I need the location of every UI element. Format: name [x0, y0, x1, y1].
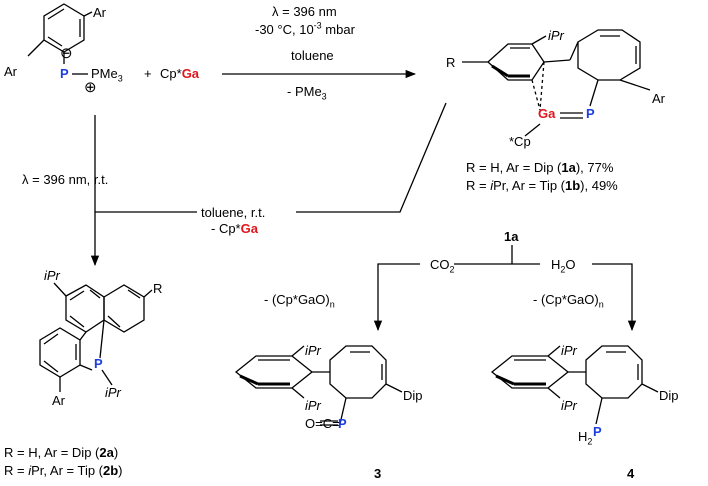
- product1-ga: Ga: [538, 106, 556, 121]
- product3-drawing: [234, 345, 403, 426]
- return-cond-solvent: toluene, r.t.: [201, 205, 266, 220]
- product4-p: P: [593, 424, 602, 439]
- product3-oc: O=C=: [305, 416, 340, 431]
- product1-right-ring: [524, 29, 651, 137]
- plus-charge-icon: ⊕: [84, 79, 97, 96]
- product1-ipr: iPr: [548, 28, 564, 43]
- product2-desc-2a: R = H, Ar = Dip (2a): [4, 445, 119, 460]
- top-cond-temp-pressure: -30 °C, 10-3 mbar: [255, 20, 355, 37]
- branch-h2o: H2O: [551, 257, 576, 275]
- product1-cp: *Cp: [509, 134, 531, 149]
- product1-r: R: [446, 55, 456, 70]
- product2-r: R: [153, 281, 163, 296]
- product2-ipr-p: iPr: [105, 385, 121, 400]
- product2-p: P: [94, 356, 103, 371]
- product3-ipr-bot: iPr: [305, 398, 321, 413]
- product2-ar: Ar: [52, 393, 65, 408]
- product3-p: P: [338, 416, 347, 431]
- product1-desc-1a: R = H, Ar = Dip (1a), 77%: [466, 160, 614, 175]
- product2-ipr-top: iPr: [44, 268, 60, 283]
- product2-desc-2b: R = iPr, Ar = Tip (2b): [4, 463, 123, 478]
- reactant-pme3: PMe3: [91, 66, 123, 84]
- reactant-p: P: [60, 66, 69, 81]
- product3-ipr-top: iPr: [305, 343, 321, 358]
- product1-ar: Ar: [652, 91, 665, 106]
- product1-label: 1a: [504, 229, 519, 244]
- top-cond-loss: - PMe3: [287, 84, 327, 102]
- product4-drawing: [490, 345, 659, 425]
- branch-loss-left: - (Cp*GaO)n: [264, 292, 335, 310]
- return-line: [296, 102, 447, 213]
- reactant-cpstar-ga: Cp*Ga: [160, 66, 200, 81]
- product1-p: P: [586, 106, 595, 121]
- branch-co2: CO2: [430, 257, 455, 275]
- product4-dip: Dip: [659, 388, 679, 403]
- top-cond-wavelength: λ = 396 nm: [272, 4, 337, 19]
- reactant-ring: [27, 3, 93, 75]
- product2-drawing: [39, 282, 153, 392]
- left-cond: λ = 396 nm, r.t.: [22, 172, 109, 187]
- product1-left-ring: [462, 35, 571, 111]
- branch-loss-right: - (Cp*GaO)n: [533, 292, 604, 310]
- reactant-ar-left: Ar: [4, 64, 17, 79]
- product1-desc-1b: R = iPr, Ar = Tip (1b), 49%: [466, 178, 618, 193]
- product3-dip: Dip: [403, 388, 423, 403]
- reactant-ar-top: Ar: [93, 5, 106, 20]
- product4-label: 4: [627, 466, 635, 481]
- return-cond-loss: - Cp*Ga: [211, 221, 258, 236]
- product4-ipr-bot: iPr: [561, 398, 577, 413]
- product4-ipr-top: iPr: [561, 343, 577, 358]
- minus-charge-icon: ⊖: [60, 45, 73, 62]
- product3-label: 3: [374, 466, 382, 481]
- plus-sign: +: [144, 66, 152, 81]
- product4-h2: H2: [578, 429, 593, 447]
- top-cond-solvent: toluene: [291, 48, 334, 63]
